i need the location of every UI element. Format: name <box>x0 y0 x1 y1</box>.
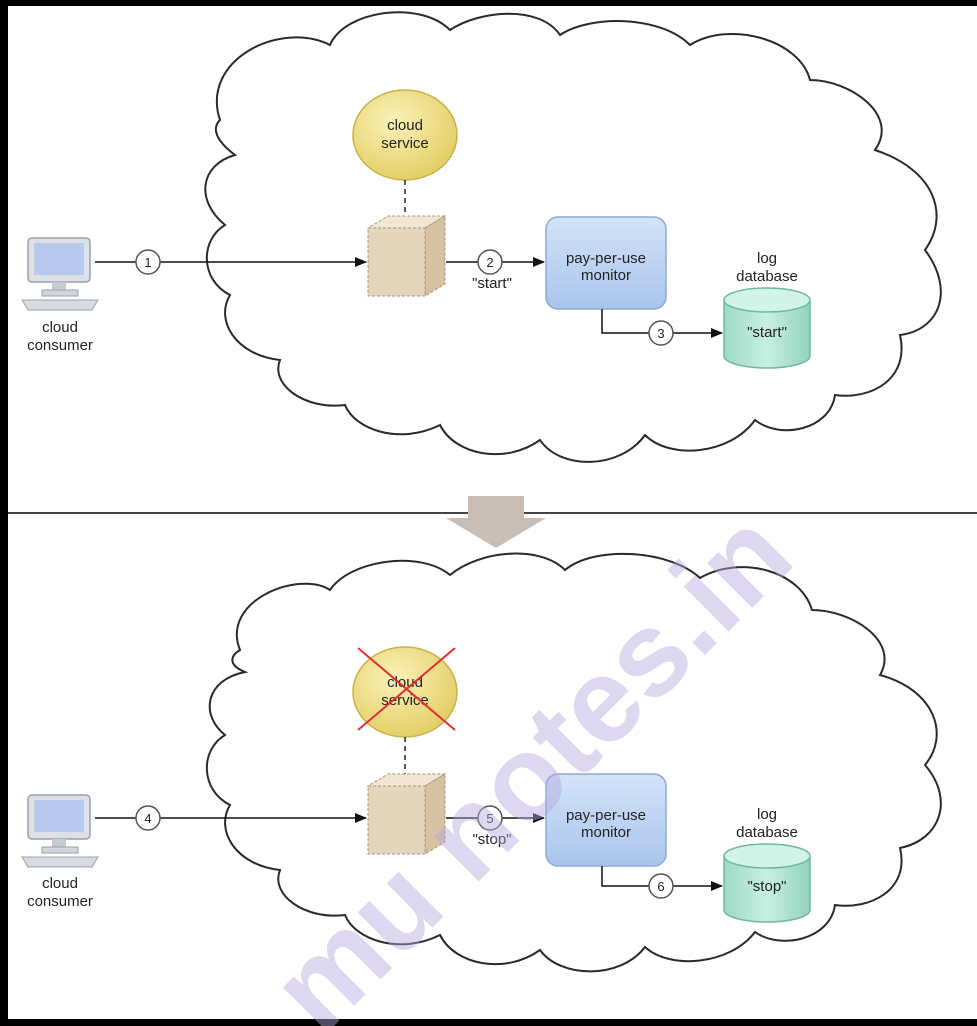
pay-per-use-monitor <box>545 216 667 310</box>
step-6-circle <box>648 873 674 899</box>
outer-frame-bottom <box>0 1019 977 1026</box>
cloud-service-label-line2: service <box>381 135 429 152</box>
step-5-label: 5 <box>486 811 493 826</box>
step-3-label: 3 <box>657 326 664 341</box>
cloud-service-label-line1: cloud <box>387 117 423 134</box>
database-value: "start" <box>747 324 787 341</box>
cloud-service-label-line2: service <box>381 692 429 709</box>
monitor-label-line2: monitor <box>581 267 631 284</box>
panel-bottom: cloud service cloud consumer 4 <box>21 552 942 973</box>
step-3-circle <box>648 320 674 346</box>
log-database-cylinder <box>723 843 811 923</box>
monitor-label-line2: monitor <box>581 824 631 841</box>
log-database-cylinder <box>723 287 811 369</box>
monitor-label-line1: pay-per-use <box>566 807 646 824</box>
step-1-circle <box>135 249 161 275</box>
service-cross-mark <box>357 647 456 731</box>
arrow-monitor-to-database <box>601 309 723 338</box>
outer-frame-left <box>0 0 8 1026</box>
step-2-label: 2 <box>486 255 493 270</box>
monitor-label-line1: pay-per-use <box>566 250 646 267</box>
message-label: "stop" <box>472 831 511 848</box>
panel-top: cloud service cloud consumer 1 2 "start" <box>21 11 942 463</box>
step-4-label: 4 <box>144 811 151 826</box>
cloud-consumer-label-line2: consumer <box>27 893 93 910</box>
cloud-consumer-label-line1: cloud <box>42 875 78 892</box>
step-6-label: 6 <box>657 879 664 894</box>
database-label-line1: log <box>757 806 777 823</box>
cloud-consumer-label-line2: consumer <box>27 337 93 354</box>
cloud-service: cloud service <box>352 89 458 181</box>
cloud-consumer-computer-icon <box>21 237 99 311</box>
cloud-consumer-label-line1: cloud <box>42 319 78 336</box>
step-2-circle <box>477 249 503 275</box>
cloud-consumer-computer-icon <box>21 794 99 868</box>
service-agent-box <box>366 773 447 855</box>
step-1-label: 1 <box>144 255 151 270</box>
outer-frame-top <box>0 0 977 6</box>
service-agent-box <box>366 215 447 297</box>
arrow-monitor-to-database <box>601 866 723 891</box>
step-5-circle <box>477 805 503 831</box>
database-value: "stop" <box>747 878 786 895</box>
database-label-line2: database <box>736 824 798 841</box>
message-label: "start" <box>472 275 512 292</box>
database-label-line1: log <box>757 250 777 267</box>
step-4-circle <box>135 805 161 831</box>
pay-per-use-monitor <box>545 773 667 867</box>
database-label-line2: database <box>736 268 798 285</box>
cloud-service-label-line1: cloud <box>387 674 423 691</box>
transition-arrow <box>446 496 546 548</box>
